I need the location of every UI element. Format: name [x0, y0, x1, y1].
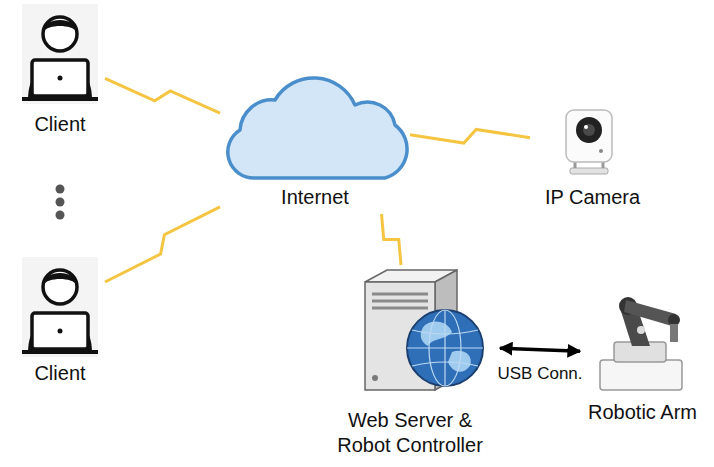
- wireless-link: [410, 129, 530, 143]
- client-node: Client: [15, 2, 105, 141]
- cloud-node: Internet: [220, 70, 410, 214]
- node-label: Client: [15, 361, 105, 386]
- camera-icon: [566, 110, 612, 174]
- node-label: Internet: [227, 185, 403, 210]
- client-icon: [22, 4, 98, 104]
- node-label: Web Server & Robot Controller: [322, 408, 498, 458]
- server-node: Web Server & Robot Controller: [320, 265, 500, 463]
- client-node: Client: [15, 255, 105, 390]
- node-label: Client: [15, 112, 105, 137]
- connection-label: USB Conn.: [494, 364, 585, 384]
- camera-node: IP Camera: [530, 105, 655, 214]
- client-icon: [22, 257, 98, 357]
- server-icon: [365, 270, 483, 390]
- node-label: IP Camera: [530, 185, 655, 210]
- robot-arm-icon: [600, 297, 682, 390]
- robot-arm-node: Robotic Arm: [580, 295, 705, 429]
- node-label: Robotic Arm: [580, 400, 705, 425]
- cloud-shape: [228, 78, 407, 178]
- wireless-link: [105, 78, 220, 113]
- wireless-link: [382, 214, 402, 265]
- wireless-link: [105, 207, 220, 282]
- ellipsis-dots: [56, 185, 65, 220]
- usb-connection: [500, 348, 580, 351]
